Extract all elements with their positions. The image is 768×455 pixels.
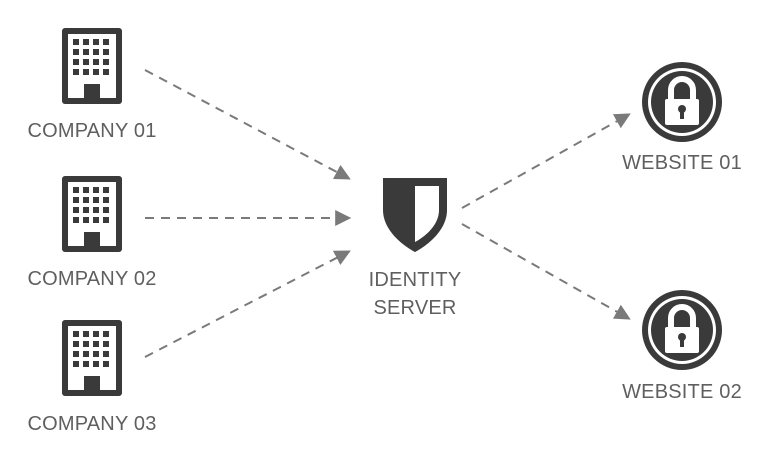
- identity-server-label-line1: IDENTITY: [368, 269, 462, 291]
- shield-icon: [383, 178, 447, 252]
- website-01-label: WEBSITE 01: [622, 152, 742, 174]
- company-01-label: COMPANY 01: [27, 120, 157, 142]
- company-03-label: COMPANY 03: [27, 413, 157, 435]
- arrow-company01-to-server: [144, 69, 351, 180]
- office-building-icon: [62, 176, 122, 252]
- padlock-icon: [642, 62, 722, 142]
- arrow-company03-to-server: [144, 250, 351, 358]
- company-02-label: COMPANY 02: [27, 268, 157, 290]
- website-02-label: WEBSITE 02: [622, 381, 742, 403]
- padlock-icon: [642, 290, 722, 370]
- identity-server-label-line2: SERVER: [373, 297, 457, 319]
- office-building-icon: [62, 320, 122, 396]
- office-building-icon: [62, 28, 122, 104]
